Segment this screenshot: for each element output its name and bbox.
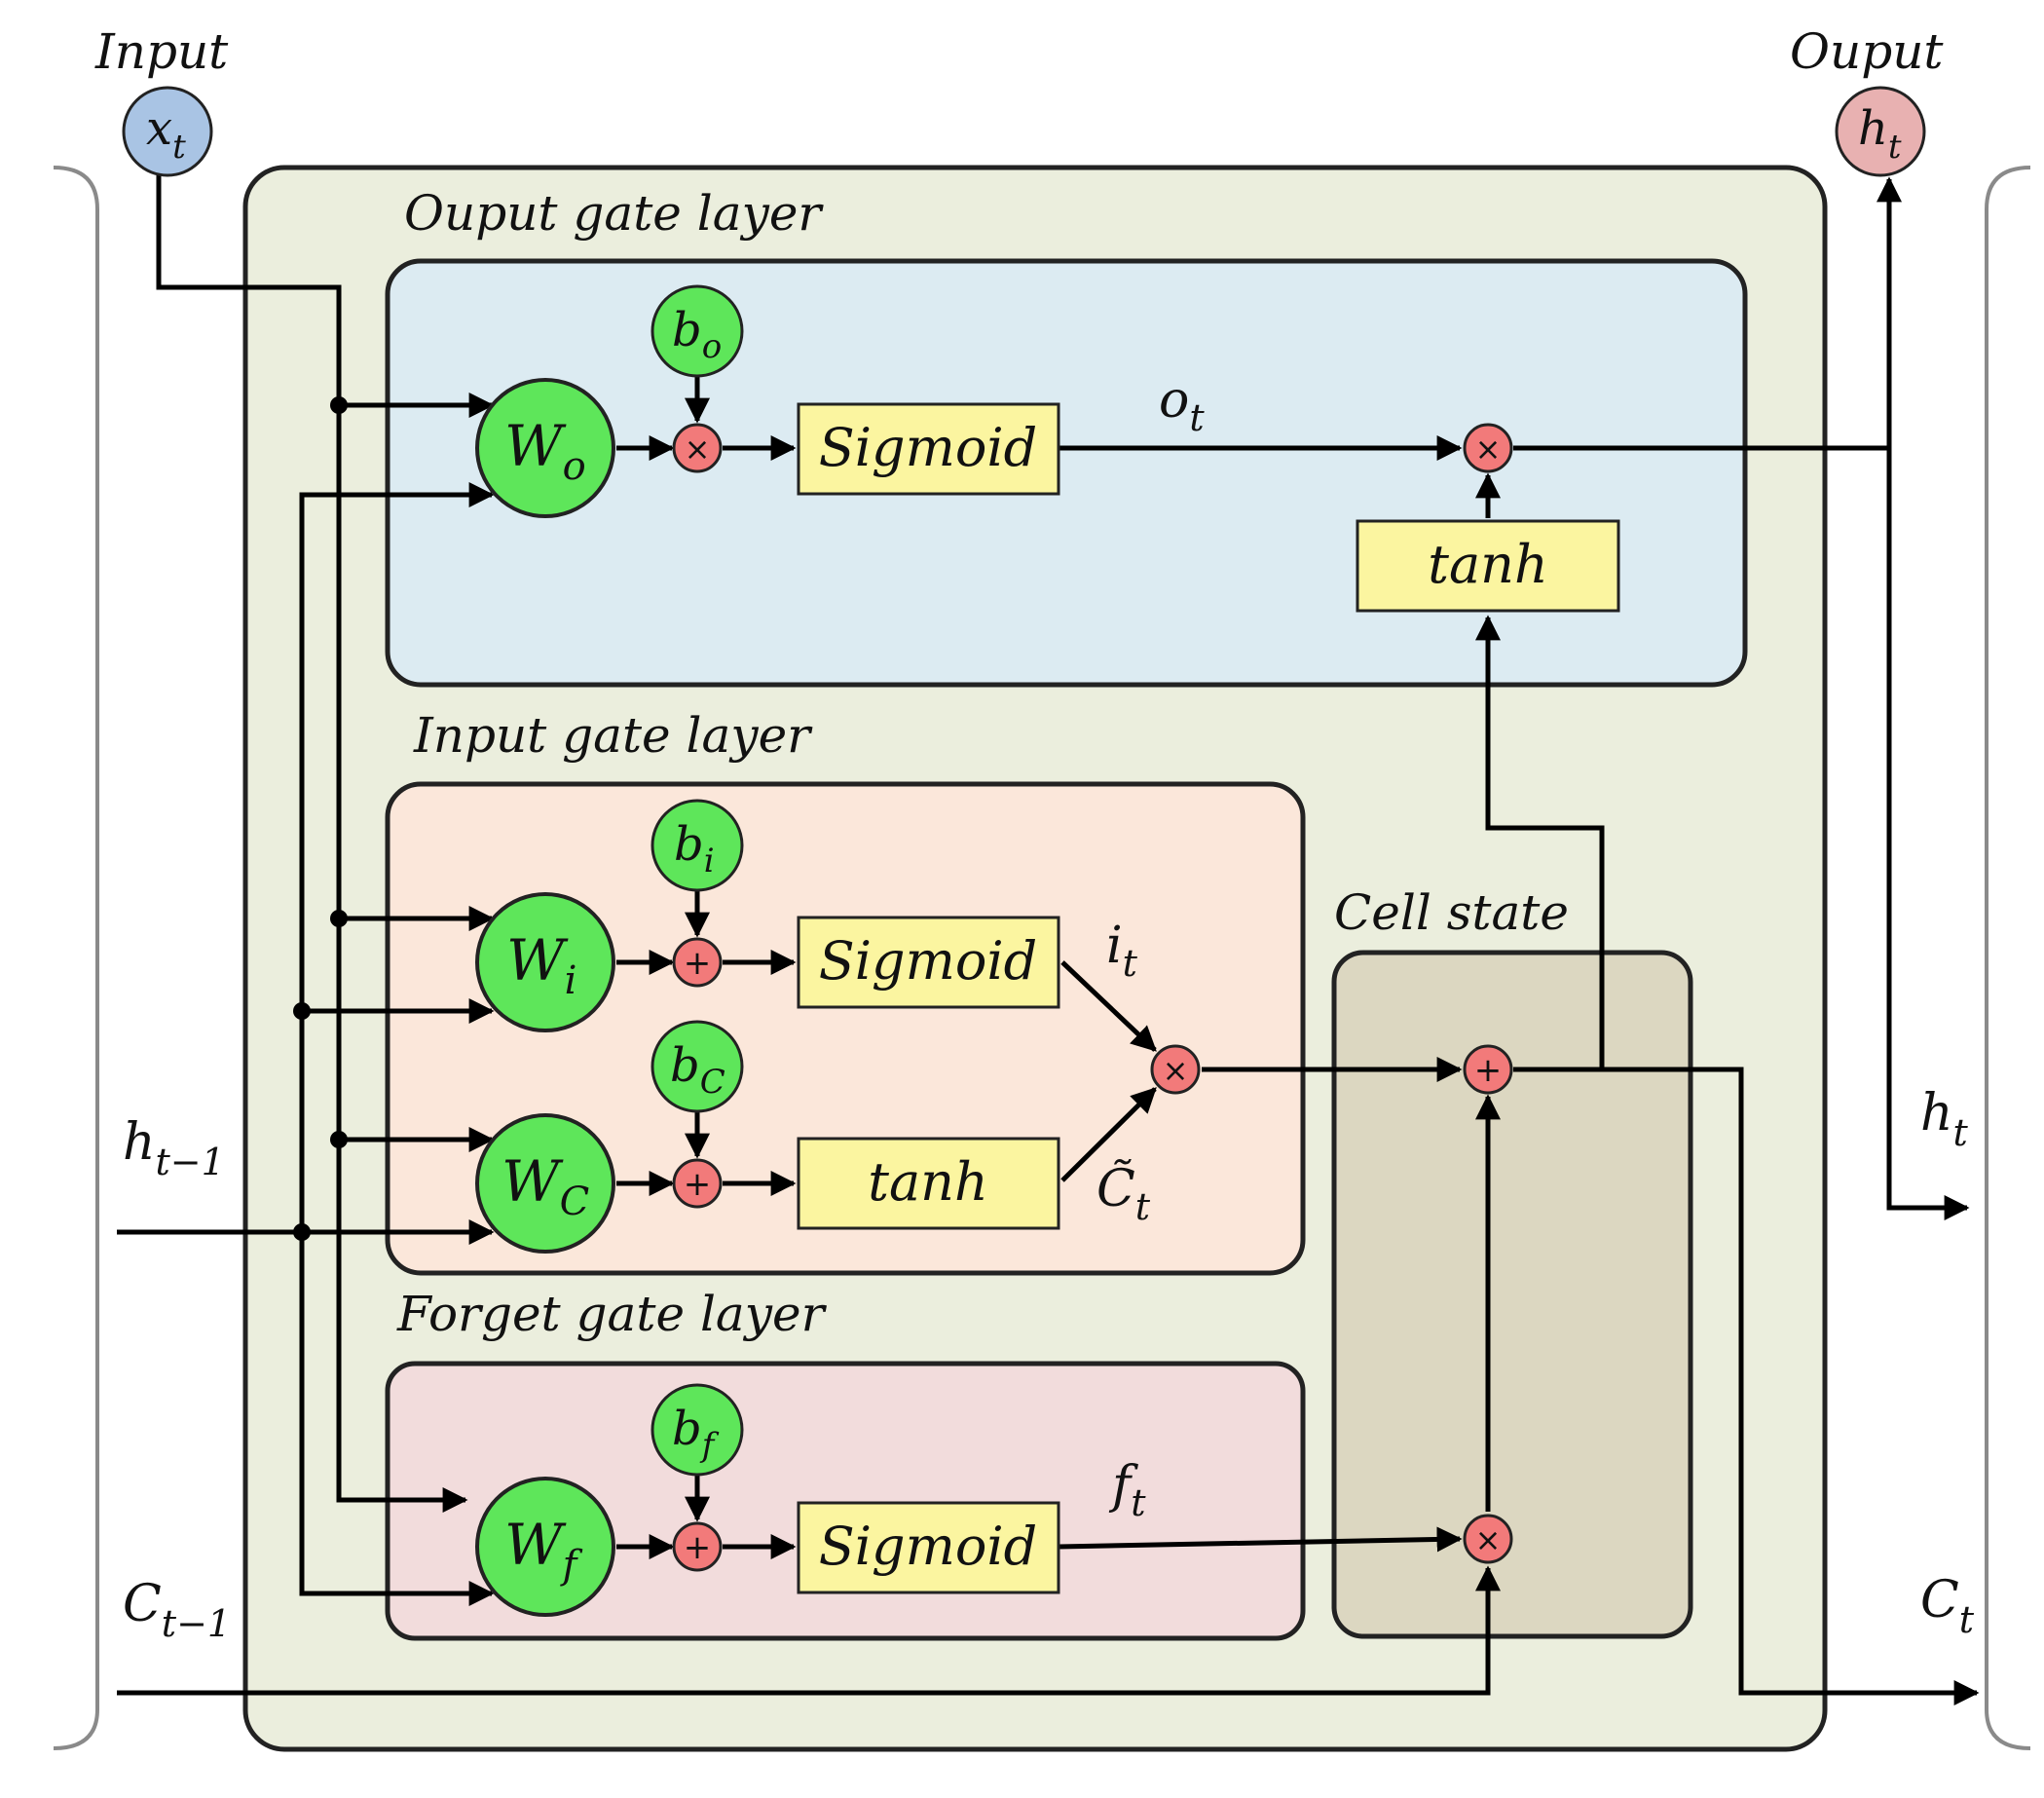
h-prev-label: ht−1 xyxy=(123,1113,225,1183)
svg-text:+: + xyxy=(684,944,712,983)
multiply-operator-output-bias: × xyxy=(672,423,723,473)
output-ht-node xyxy=(1835,86,1926,177)
tanh-c-to-mult xyxy=(1060,1087,1157,1182)
sigmoid-f-to-mult xyxy=(1058,1526,1463,1553)
left-bracket xyxy=(53,166,99,1750)
xt-wire xyxy=(156,173,468,1513)
hprev-vertical xyxy=(299,482,495,1232)
add-operator-cell: + xyxy=(1463,1044,1513,1095)
output-ht-label: ht xyxy=(1858,101,1902,167)
cell-state-panel xyxy=(1331,950,1693,1639)
svg-text:×: × xyxy=(1163,1052,1189,1089)
input-title: Input xyxy=(94,23,229,80)
add-operator-input: + xyxy=(672,937,723,988)
weight-node-wi: Wi xyxy=(475,892,615,1032)
weight-node-wo: Wo xyxy=(475,378,615,518)
c-t-right-label: Ct xyxy=(1920,1571,1975,1641)
svg-text:WC: WC xyxy=(502,1148,589,1224)
i-t-label: it xyxy=(1106,917,1138,985)
sigmoid-box-input: Sigmoid xyxy=(797,916,1060,1009)
svg-text:×: × xyxy=(685,431,711,468)
input-xt-label: xt xyxy=(146,101,186,167)
junction-dot xyxy=(293,1002,311,1020)
junction-dot xyxy=(330,396,348,414)
input-gate-panel xyxy=(385,781,1306,1276)
svg-text:tanh: tanh xyxy=(868,1151,987,1213)
cell-to-tanh xyxy=(1475,615,1605,1069)
c-tilde-label: C̃t xyxy=(1096,1159,1151,1228)
bias-node-bi: bi xyxy=(650,799,744,892)
svg-text:Sigmoid: Sigmoid xyxy=(819,417,1037,478)
sigmoid-box-forget: Sigmoid xyxy=(797,1501,1060,1594)
multiply-operator-input: × xyxy=(1150,1044,1201,1095)
bias-node-bo: bo xyxy=(650,284,744,378)
weight-node-wc: WC xyxy=(475,1113,615,1254)
h-t-right-label: ht xyxy=(1920,1084,1969,1154)
svg-text:Sigmoid: Sigmoid xyxy=(819,1516,1037,1577)
forget-gate-title: Forget gate layer xyxy=(396,1286,828,1342)
tanh-box-candidate: tanh xyxy=(797,1137,1060,1230)
ct-out-wire xyxy=(1513,1067,1980,1705)
svg-text:bC: bC xyxy=(670,1038,725,1102)
ht-right-wire xyxy=(1886,448,1970,1220)
bias-node-bc: bC xyxy=(650,1020,744,1113)
tanh-box-output: tanh xyxy=(1356,519,1620,613)
junction-dot xyxy=(330,1131,348,1148)
add-operator-candidate: + xyxy=(672,1158,723,1209)
sigmoid-box-output: Sigmoid xyxy=(797,402,1060,496)
junction-dot xyxy=(293,1223,311,1241)
junction-dot xyxy=(330,910,348,927)
weight-node-wf: Wf xyxy=(475,1477,615,1617)
svg-text:Wi: Wi xyxy=(506,927,576,1003)
cprev-wire xyxy=(117,1565,1501,1696)
output-title: Ouput xyxy=(1790,23,1944,80)
multiply-operator-cell: × xyxy=(1463,1514,1513,1564)
sigmoid-i-to-mult xyxy=(1060,960,1157,1052)
input-gate-title: Input gate layer xyxy=(413,707,813,764)
svg-text:+: + xyxy=(684,1165,712,1204)
o-t-label: ot xyxy=(1159,371,1205,439)
add-operator-forget: + xyxy=(672,1521,723,1572)
svg-text:×: × xyxy=(1475,431,1502,468)
svg-text:Wo: Wo xyxy=(504,413,586,489)
svg-text:Sigmoid: Sigmoid xyxy=(819,930,1037,992)
svg-text:tanh: tanh xyxy=(1428,534,1547,595)
bias-node-bf: bf xyxy=(650,1383,744,1477)
svg-text:bo: bo xyxy=(672,303,722,366)
svg-text:bi: bi xyxy=(674,817,715,880)
svg-text:+: + xyxy=(684,1528,712,1567)
c-prev-label: Ct−1 xyxy=(123,1575,231,1645)
multiply-operator-output: × xyxy=(1463,423,1513,473)
svg-text:×: × xyxy=(1475,1521,1502,1558)
output-gate-title: Ouput gate layer xyxy=(404,185,824,242)
right-bracket xyxy=(1985,166,2031,1750)
cell-state-title: Cell state xyxy=(1334,884,1569,941)
input-xt-node xyxy=(122,86,213,177)
f-t-label: ft xyxy=(1108,1456,1146,1524)
svg-text:+: + xyxy=(1474,1051,1503,1090)
hprev-to-wf xyxy=(299,1232,495,1606)
